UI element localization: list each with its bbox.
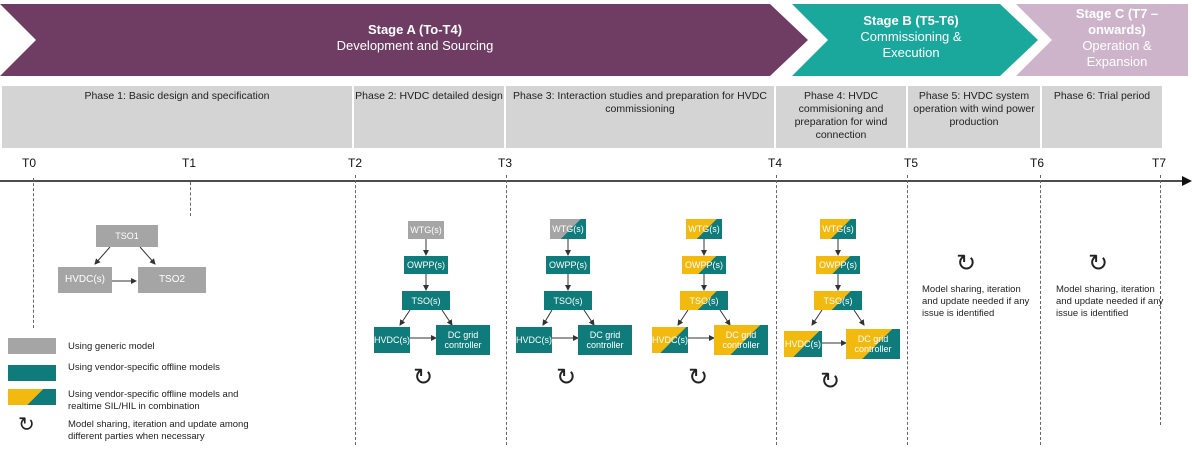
p2-owpp-node: OWPP(s): [404, 256, 448, 274]
phase-4-box: Phase 4: HVDC commisioning and preparati…: [776, 86, 906, 148]
t4-label: T4: [768, 156, 783, 170]
p5-cycle-icon: ↻: [956, 250, 977, 277]
t6-label: T6: [1030, 156, 1045, 170]
tso1-node: TSO1: [96, 225, 158, 247]
legend-vendor-swatch: [8, 365, 56, 381]
phase-1-box: Phase 1: Basic design and specification: [2, 86, 352, 148]
t0-dashed-line: [33, 178, 34, 328]
p4-owpp-node: OWPP(s): [816, 256, 860, 274]
phase-6-box: Phase 6: Trial period: [1042, 86, 1162, 148]
legend-vendor-label: Using vendor-specific offline models: [68, 362, 220, 373]
p3b-wtg-node: WTG(s): [686, 219, 722, 239]
legend-cycle-icon: ↻: [18, 414, 35, 436]
p3a-cycle-icon: ↻: [556, 364, 577, 391]
t1-dashed-line: [190, 182, 191, 216]
t0-label: T0: [22, 156, 37, 170]
p3b-hvdc-node: HVDC(s): [652, 327, 688, 353]
hvdc-node: HVDC(s): [58, 267, 112, 293]
p4-hvdc-node: HVDC(s): [784, 331, 822, 357]
legend-realtime-swatch: [8, 389, 56, 405]
legend-cycle-label: Model sharing, iteration and update amon…: [68, 419, 249, 442]
t2-label: T2: [348, 156, 363, 170]
t2-dashed-line: [355, 175, 356, 445]
stage-b-label: Stage B (T5-T6) Commissioning & Executio…: [860, 13, 962, 60]
p4-dc-controller-node: DC grid controller: [846, 329, 900, 359]
p2-dc-controller-node: DC grid controller: [436, 325, 490, 355]
stage-a-label: Stage A (To-T4) Development and Sourcing: [336, 22, 494, 53]
phase-5-note: Model sharing, iteration and update need…: [922, 284, 1030, 319]
t4-dashed-line: [776, 175, 777, 445]
stage-c-arrow: [1016, 4, 1188, 76]
stage-b-arrow: [792, 4, 1038, 76]
phase-5-box: Phase 5: HVDC system operation with wind…: [908, 86, 1040, 148]
p2-tso-node: TSO(s): [402, 291, 450, 310]
p3b-cycle-icon: ↻: [688, 364, 709, 391]
p6-cycle-icon: ↻: [1088, 250, 1109, 277]
stage-c-label: Stage C (T7 – onwards) Operation & Expan…: [1075, 6, 1159, 69]
legend-generic-label: Using generic model: [68, 341, 155, 352]
p3a-owpp-node: OWPP(s): [546, 256, 590, 274]
p4-tso-node: TSO(s): [814, 291, 862, 310]
p3b-tso-node: TSO(s): [680, 291, 728, 310]
p3a-tso-node: TSO(s): [544, 291, 592, 310]
t3-dashed-line: [506, 175, 507, 445]
phase-2-box: Phase 2: HVDC detailed design: [354, 86, 504, 148]
legend-generic-swatch: [8, 338, 56, 354]
tso2-node: TSO2: [138, 267, 206, 293]
t5-dashed-line: [907, 175, 908, 445]
phase-6-note: Model sharing, iteration and update need…: [1056, 284, 1164, 319]
timeline-axis: [0, 176, 1192, 186]
p3a-wtg-node: WTG(s): [550, 219, 586, 239]
p4-wtg-node: WTG(s): [820, 219, 856, 239]
stage-a-arrow: [0, 4, 808, 76]
p3b-owpp-node: OWPP(s): [682, 256, 726, 274]
p2-wtg-node: WTG(s): [408, 221, 444, 239]
p3a-dc-controller-node: DC grid controller: [578, 325, 632, 355]
t7-dashed-line: [1160, 175, 1161, 425]
t1-label: T1: [182, 156, 197, 170]
t3-label: T3: [498, 156, 513, 170]
t5-label: T5: [904, 156, 919, 170]
t6-dashed-line: [1040, 175, 1041, 445]
p3a-hvdc-node: HVDC(s): [516, 327, 552, 353]
stage-banner: [0, 4, 1188, 76]
t7-label: T7: [1152, 156, 1167, 170]
phase-3-box: Phase 3: Interaction studies and prepara…: [506, 86, 774, 148]
p3b-dc-controller-node: DC grid controller: [714, 325, 768, 355]
p2-cycle-icon: ↻: [413, 364, 434, 391]
legend-realtime-label: Using vendor-specific offline models and…: [68, 389, 239, 412]
p4-cycle-icon: ↻: [820, 368, 841, 395]
p2-hvdc-node: HVDC(s): [374, 327, 410, 353]
